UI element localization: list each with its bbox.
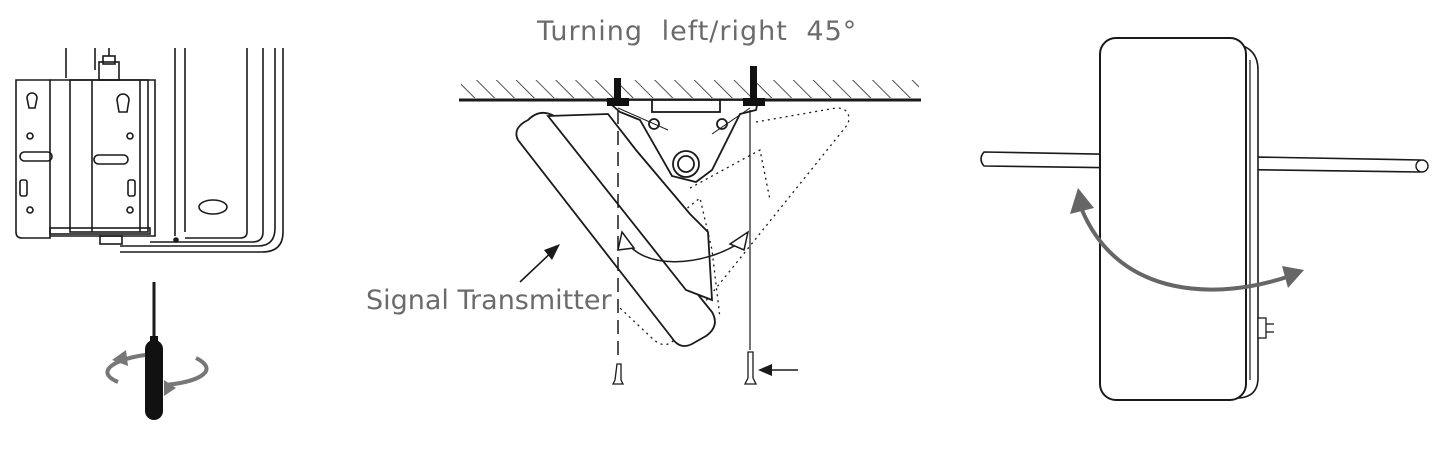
signal-transmitter-label: Signal Transmitter: [366, 285, 612, 316]
screw-icon: [607, 66, 765, 106]
panel-bracket: [15, 48, 284, 253]
panel-ceiling: [459, 66, 921, 385]
turning-label: Turning left/right 45°: [537, 16, 858, 47]
rotate-arrow-icon: [105, 350, 209, 396]
screwdriver-icon: [145, 282, 163, 420]
panel-pole: [980, 37, 1429, 401]
